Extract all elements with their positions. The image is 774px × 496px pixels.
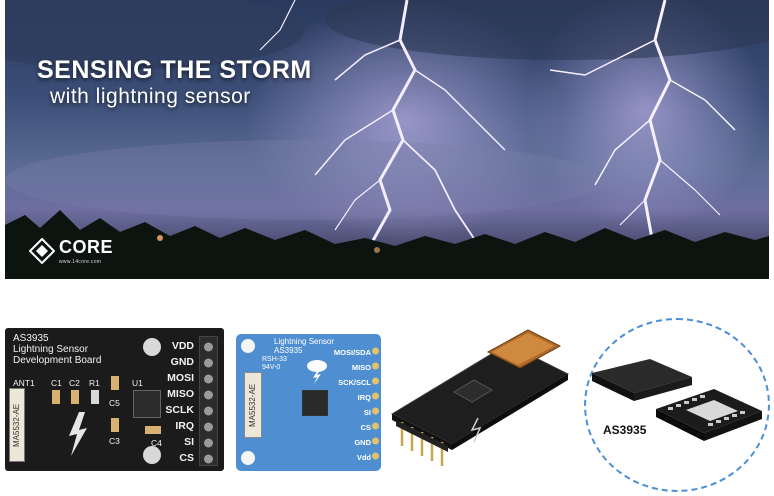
- antenna-coil: MA5532-AE: [9, 388, 25, 462]
- label-r1: R1: [89, 378, 100, 388]
- pin-header-pins: [204, 342, 213, 464]
- lightning-bolt-icon-2: [549, 0, 736, 256]
- antenna-coil: MA5532-AE: [244, 372, 262, 438]
- logo-tagline: www.14core.com: [59, 258, 102, 265]
- board-title-line: Lightning Sensor: [13, 344, 89, 355]
- pin-label-gnd: GND: [170, 356, 194, 368]
- board-title-line: AS3935: [13, 333, 49, 344]
- logo-wordmark: CORE: [59, 236, 114, 257]
- pin-label-si: SI: [363, 408, 371, 417]
- as3935-module-photo: [390, 329, 570, 466]
- pin-label-mosi-sda: MOSI/SDA: [333, 348, 371, 357]
- board2-title-line: Lightning Sensor: [274, 337, 335, 346]
- mounting-hole: [143, 446, 161, 464]
- mounting-hole: [241, 339, 255, 353]
- core-logo: CORE www.14core.com: [29, 236, 113, 266]
- board2-title-line: AS3935: [274, 346, 303, 355]
- antenna-label: MA5532-AE: [12, 403, 21, 447]
- lightning-bolt-icon: [259, 0, 506, 256]
- label-c1: C1: [51, 378, 62, 388]
- capacitor-c4: [145, 426, 161, 434]
- pin-label-miso: MISO: [167, 388, 194, 400]
- pin-label-gnd: GND: [354, 438, 371, 447]
- pin-label-irq: IRQ: [175, 420, 194, 432]
- label-c5: C5: [109, 398, 120, 408]
- label-c4: C4: [151, 438, 162, 448]
- resistor-r1: [91, 390, 99, 404]
- chip-highlight-circle: [584, 318, 770, 492]
- pin-label-sck-scl: SCK/SCL: [338, 378, 371, 387]
- capacitor-c2: [71, 390, 79, 404]
- banner-subtitle: with lightning sensor: [50, 85, 251, 108]
- pin-label-irq: IRQ: [357, 393, 371, 402]
- cloud-lightning-icon: [307, 360, 327, 384]
- mounting-hole: [143, 338, 161, 356]
- label-u1: U1: [132, 378, 143, 388]
- label-c3: C3: [109, 436, 120, 446]
- board-title-line: Development Board: [13, 355, 102, 366]
- chip-label: AS3935: [603, 423, 647, 437]
- storm-banner: SENSING THE STORM with lightning sensor …: [5, 0, 769, 279]
- label-c2: C2: [69, 378, 80, 388]
- storm-background: [5, 0, 769, 279]
- capacitor-c3: [111, 418, 119, 432]
- sensor-chip: [302, 390, 328, 416]
- pin-label-vdd: VDD: [171, 340, 194, 352]
- as3935-breakout-board: Lightning Sensor AS3935 RSH-33 94V-0 MA5…: [236, 334, 381, 471]
- lightning-symbol-icon: [69, 412, 87, 456]
- pin-label-sclk: SCLK: [165, 404, 194, 416]
- board2-part-line: 94V-0: [262, 364, 281, 371]
- capacitor-c1: [52, 390, 60, 404]
- pin-label-si: SI: [184, 436, 194, 448]
- pin-label-miso: MISO: [351, 363, 371, 372]
- sensor-chip: [133, 390, 161, 418]
- pin-label-mosi: MOSI: [167, 372, 194, 384]
- banner-title: SENSING THE STORM: [37, 56, 312, 84]
- capacitor-c5: [111, 376, 119, 390]
- pin-label-cs: CS: [179, 452, 194, 464]
- chip-package-photo: [592, 359, 762, 441]
- label-ant1: ANT1: [13, 378, 35, 388]
- pin-pads: [372, 347, 379, 460]
- mounting-hole: [241, 451, 255, 465]
- board2-part-line: RSH-33: [262, 356, 287, 363]
- antenna-label: MA5532-AE: [248, 383, 257, 427]
- pin-header: [199, 336, 218, 466]
- pin-label-vdd: Vdd: [356, 453, 371, 462]
- pin-label-cs: CS: [360, 423, 371, 432]
- as3935-dev-board: AS3935 Lightning Sensor Development Boar…: [5, 328, 224, 471]
- core-logo-icon: [29, 238, 55, 264]
